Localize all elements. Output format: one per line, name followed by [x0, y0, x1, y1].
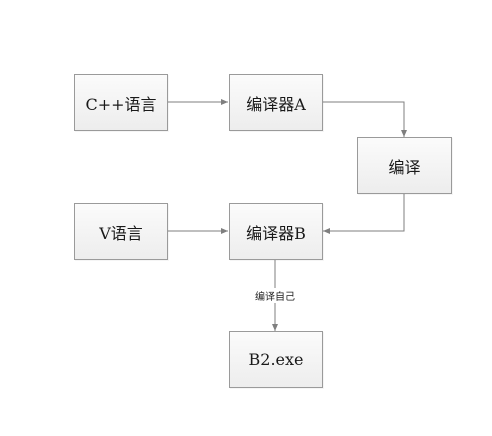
- node-compiler-a-label: 编译器A: [246, 94, 306, 114]
- node-compile: 编译: [357, 137, 452, 194]
- node-cpp-language: C++语言: [74, 74, 168, 131]
- edge-compiler-a-to-compile: [322, 101, 407, 137]
- node-compiler-a: 编译器A: [229, 74, 323, 131]
- node-b2-exe: B2.exe: [229, 331, 323, 388]
- node-b2-exe-label: B2.exe: [248, 350, 304, 369]
- node-compiler-b: 编译器B: [229, 203, 323, 260]
- node-v-language: V语言: [74, 203, 168, 260]
- edge-label-self-compile: 编译自己: [253, 288, 297, 303]
- edge-compile-to-compiler-b: [323, 193, 405, 234]
- node-v-language-label: V语言: [99, 223, 143, 243]
- node-compile-label: 编译: [388, 157, 421, 177]
- node-compiler-b-label: 编译器B: [246, 223, 306, 243]
- node-cpp-language-label: C++语言: [85, 94, 157, 114]
